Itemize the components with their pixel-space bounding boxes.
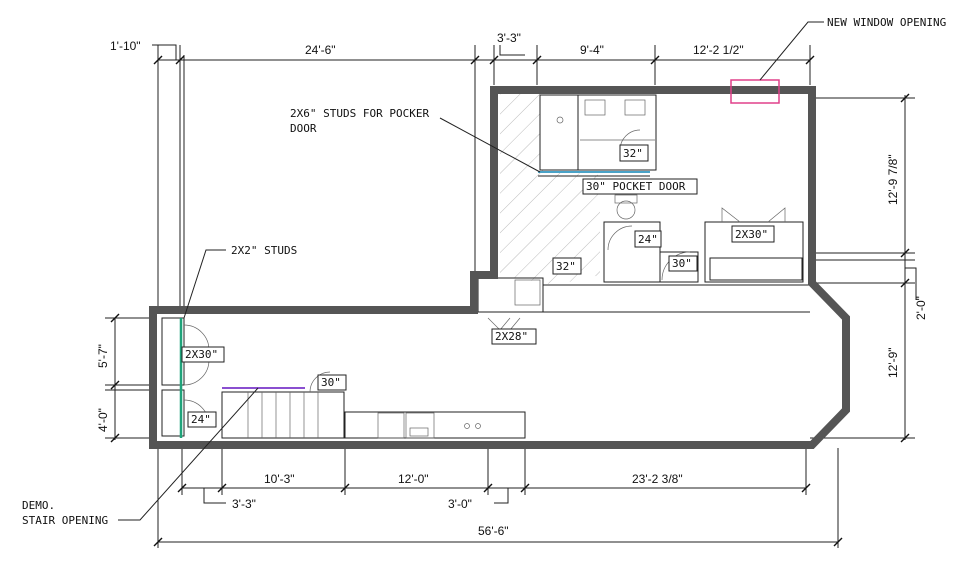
dim-12-2: 12'-2 1/2" <box>693 43 744 57</box>
tag-32-top: 32" <box>623 147 643 160</box>
tag-24-left: 24" <box>191 413 211 426</box>
notes: NEW WINDOW OPENING 2X6" STUDS FOR POCKER… <box>22 16 946 527</box>
interior-details <box>161 92 810 439</box>
tag-30-right: 30" <box>672 257 692 270</box>
note-2x6-studs-line2: DOOR <box>290 122 317 135</box>
note-2x2-studs: 2X2" STUDS <box>231 244 297 257</box>
note-demo-line1: DEMO. <box>22 499 55 512</box>
new-window-marker <box>730 79 780 104</box>
tag-2x30-right: 2X30" <box>735 228 768 241</box>
tag-pocket-door: 30" POCKET DOOR <box>586 180 686 193</box>
dim-3-3-bottom: 3'-3" <box>232 497 256 511</box>
dim-5-7: 5'-7" <box>96 344 110 368</box>
dim-3-0: 3'-0" <box>448 497 472 511</box>
exterior-wall <box>149 86 850 449</box>
note-demo-line2: STAIR OPENING <box>22 514 108 527</box>
dim-4-0: 4'-0" <box>96 408 110 432</box>
dim-2-0: 2'-0" <box>914 296 928 320</box>
dim-12-9: 12'-9" <box>886 347 900 378</box>
dim-10-3: 10'-3" <box>264 472 295 486</box>
dim-9-4: 9'-4" <box>580 43 604 57</box>
note-2x6-studs-line1: 2X6" STUDS FOR POCKER <box>290 107 429 120</box>
tag-2x30-left: 2X30" <box>185 348 218 361</box>
dim-24-6: 24'-6" <box>305 43 336 57</box>
dim-12-0: 12'-0" <box>398 472 429 486</box>
door-tags: 32" 30" POCKET DOOR 24" 2X30" 30" 32" 2X… <box>181 144 775 428</box>
dim-56-6: 56'-6" <box>478 524 509 538</box>
dim-3-3-top: 3'-3" <box>497 31 521 45</box>
tag-32-mid: 32" <box>556 260 576 273</box>
note-new-window: NEW WINDOW OPENING <box>827 16 946 29</box>
tag-30-stair: 30" <box>321 376 341 389</box>
hatched-area <box>500 92 600 285</box>
dim-12-9-78: 12'-9 7/8" <box>886 154 900 205</box>
dim-1-10: 1'-10" <box>110 39 141 53</box>
dimension-labels: 1'-10" 24'-6" 3'-3" 9'-4" 12'-2 1/2" 12'… <box>96 31 928 538</box>
tag-24-right: 24" <box>638 233 658 246</box>
tag-2x28: 2X28" <box>495 330 528 343</box>
dimension-lines <box>105 44 917 548</box>
note-leaders <box>118 21 824 521</box>
dim-23-2: 23'-2 3/8" <box>632 472 683 486</box>
